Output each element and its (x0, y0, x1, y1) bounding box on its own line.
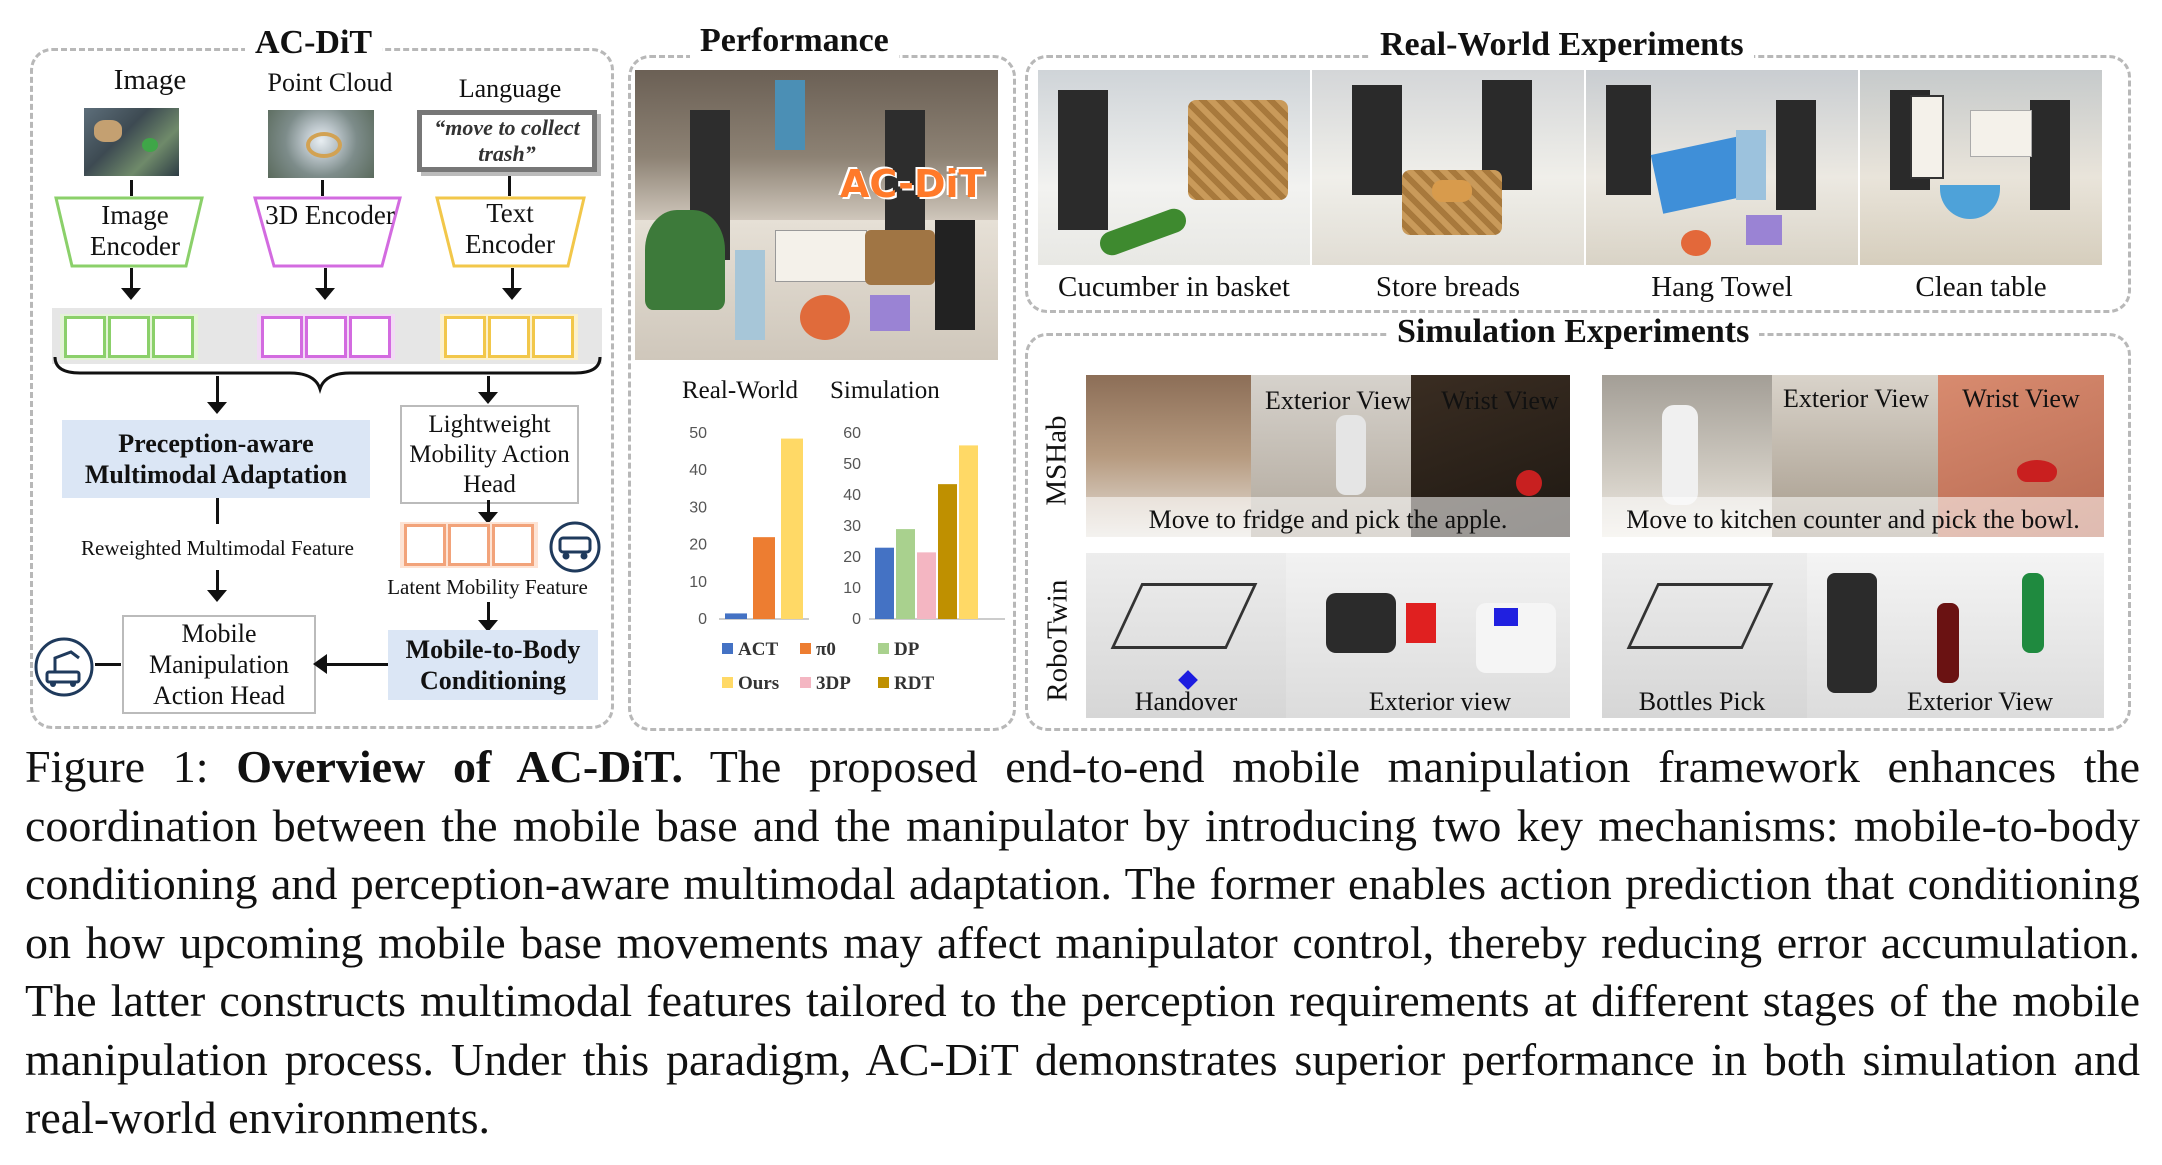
performance-title: Performance (690, 22, 899, 60)
robotwin-exterior-view-1: Exterior view (1368, 687, 1512, 716)
robotwin-label: RoboTwin (1041, 579, 1074, 702)
mshab-task-1: Move to fridge and pick the apple. (1148, 505, 1508, 534)
input-pointcloud-label: Point Cloud (267, 68, 393, 97)
robotwin-photo-2 (1602, 553, 2104, 718)
reweighted-feature-label: Reweighted Multimodal Feature (81, 536, 354, 560)
mshab-photo-1 (1086, 375, 1570, 537)
mobile-base-icon (549, 521, 601, 573)
chart1-ytick: 40 (689, 462, 707, 479)
chart1-bar-ACT (725, 613, 747, 619)
robotwin-bottles-pick: Bottles Pick (1638, 687, 1766, 716)
mshab-task-2: Move to kitchen counter and pick the bow… (1626, 505, 2080, 534)
chart1-ytick: 50 (689, 425, 707, 442)
legend-swatch-ACT (722, 643, 733, 654)
language-quote-text: “move to collect trash” (434, 114, 580, 166)
chart2-ytick: 30 (843, 518, 861, 535)
mshab-wrist-view-2: Wrist View (1962, 384, 2080, 413)
chart1-ytick: 30 (689, 499, 707, 516)
robotwin-photo-1 (1086, 553, 1570, 718)
legend-label-DP: DP (894, 639, 920, 660)
encoders-svg (54, 196, 586, 268)
simulation-title: Simulation Experiments (1387, 313, 1760, 351)
performance-charts: Real-World Simulation 0 10 20 30 40 50 0 10 20 3… (682, 377, 1005, 694)
chart2-bar-ACT (875, 547, 894, 619)
legend-label-RDT: RDT (894, 673, 934, 694)
chart2-ytick: 10 (843, 580, 861, 597)
mshab-label: MSHab (1040, 415, 1073, 506)
mshab-exterior-view-2: Exterior View (1783, 384, 1929, 413)
chart2-ytick: 0 (852, 611, 861, 628)
mshab-photo-2 (1602, 375, 2104, 537)
photo-overlay-text: AC-DiT (840, 162, 985, 206)
chart1-bar-π0 (753, 537, 775, 619)
caption-bold: Overview of AC-DiT. (236, 741, 683, 792)
performance-photo: AC-DiT (635, 70, 998, 360)
chart-title-sim: Simulation (830, 377, 940, 404)
rw-label-breads: Store breads (1375, 271, 1521, 303)
real-world-title: Real-World Experiments (1370, 26, 1754, 64)
legend-label-ACT: ACT (738, 639, 778, 660)
pointcloud-thumbnail (268, 110, 374, 178)
legend-swatch-DP (878, 643, 889, 654)
legend-label-π0: π0 (816, 639, 836, 660)
image-tokens (60, 314, 198, 360)
language-quote-box: “move to collect trash” (417, 110, 597, 172)
mobile-manipulation-head: Mobile Manipulation Action Head (122, 615, 316, 714)
chart2-ytick: 40 (843, 487, 861, 504)
cloud-tokens (257, 314, 395, 360)
perception-aware-block: Preception-aware Multimodal Adaptation (62, 420, 370, 498)
legend-label-3DP: 3DP (816, 673, 851, 694)
3d-encoder-label: 3D Encoder (265, 200, 395, 230)
rw-photo-towel (1586, 70, 1858, 265)
legend-label-Ours: Ours (738, 673, 779, 694)
caption-prefix: Figure 1: (25, 741, 237, 792)
rw-photo-cucumber (1038, 70, 1310, 265)
image-encoder-shape (54, 196, 204, 268)
chart2-bar-3DP (917, 552, 936, 619)
text-encoder-label: Text Encoder (465, 198, 555, 260)
rw-photo-breads (1312, 70, 1584, 265)
robotwin-handover: Handover (1134, 687, 1238, 716)
caption-body: The proposed end-to-end mobile manipulat… (25, 741, 2141, 1143)
image-thumbnail (84, 108, 179, 176)
input-image-label: Image (113, 64, 187, 96)
mobility-tokens (400, 522, 538, 568)
chart2-ytick: 20 (843, 549, 861, 566)
chart1-bar-Ours (781, 438, 803, 619)
legend-swatch-π0 (800, 643, 811, 654)
chart2-bar-Ours (959, 445, 978, 619)
input-language-label: Language (458, 74, 562, 103)
chart2-ytick: 60 (843, 425, 861, 442)
chart-title-real: Real-World (682, 377, 799, 404)
figure-caption: Figure 1: Overview of AC-DiT. The propos… (25, 738, 2140, 1148)
mshab-wrist-view-1: Wrist View (1441, 386, 1559, 415)
legend-swatch-3DP (800, 677, 811, 688)
chart1-ytick: 20 (689, 537, 707, 554)
mobile-to-body-block: Mobile-to-Body Conditioning (388, 630, 598, 700)
chart1-ytick: 0 (698, 611, 707, 628)
image-encoder-label: Image Encoder (90, 200, 180, 262)
mshab-exterior-view-1: Exterior View (1265, 386, 1411, 415)
chart2-ytick: 50 (843, 456, 861, 473)
chart2-bar-RDT (938, 484, 957, 619)
lightweight-mobility-head: Lightweight Mobility Action Head (400, 405, 579, 504)
robotwin-exterior-view-2: Exterior View (1907, 687, 2053, 716)
legend-swatch-RDT (878, 677, 889, 688)
latent-mobility-label: Latent Mobility Feature (387, 575, 588, 599)
chart1-ytick: 10 (689, 574, 707, 591)
acdit-title: AC-DiT (245, 24, 383, 62)
rw-label-towel: Hang Towel (1651, 271, 1793, 303)
chart2-bar-DP (896, 529, 915, 619)
rw-photo-clean (1860, 70, 2102, 265)
rw-label-clean: Clean table (1915, 271, 2047, 303)
legend-swatch-Ours (722, 677, 733, 688)
brace-svg (53, 356, 602, 395)
mobile-manipulator-icon (34, 637, 94, 697)
rw-label-cucumber: Cucumber in basket (1058, 271, 1290, 303)
text-encoder-shape (435, 196, 586, 268)
3d-encoder-shape (253, 196, 402, 268)
text-tokens (440, 314, 578, 360)
